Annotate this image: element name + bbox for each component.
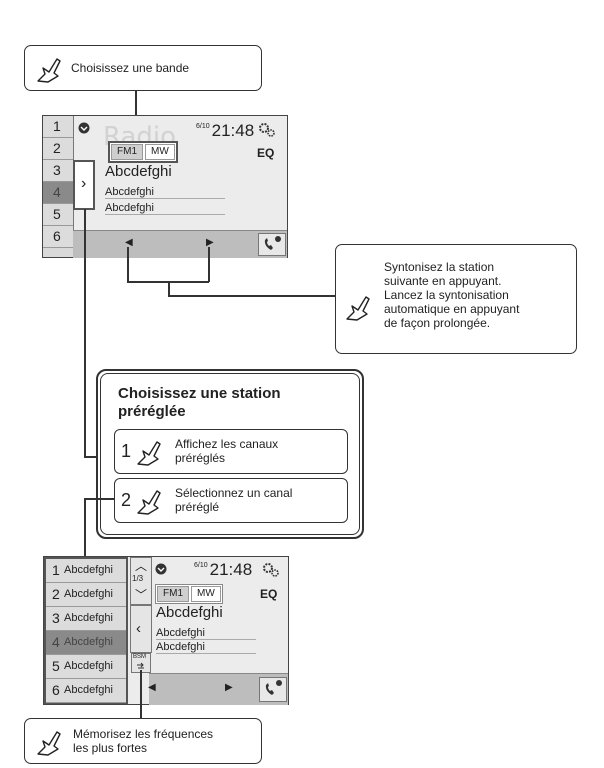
connector — [135, 90, 137, 138]
previous-button[interactable]: ◀ — [125, 237, 133, 248]
phone-button[interactable] — [259, 677, 287, 702]
page-indicator: 6/10 — [194, 562, 208, 569]
connector — [168, 295, 335, 297]
step-number: 1 — [121, 441, 132, 461]
connector — [140, 670, 142, 720]
band-fm1[interactable]: FM1 — [111, 144, 143, 160]
station-name: Abcdefghi — [156, 604, 223, 621]
touch-hand-icon — [37, 58, 61, 83]
memory-text-1: Mémorisez les fréquences — [73, 727, 214, 741]
band-fm1[interactable]: FM1 — [157, 586, 189, 602]
tune-text-5: de façon prolongée. — [384, 316, 491, 330]
collapse-presets-button[interactable]: ‹ — [130, 605, 152, 653]
band-callout-text: Choisissez une bande — [71, 61, 190, 75]
bottom-bar: ◀ ▶ — [148, 673, 288, 705]
preset-panel-title: Choisissez une station préréglée — [118, 385, 281, 420]
station-name: Abcdefghi — [105, 163, 172, 180]
step-2: 2 Sélectionnez un canal préréglé — [114, 478, 348, 523]
preset-button-4[interactable]: 4 — [43, 182, 73, 204]
tune-callout: Syntonisez la station suivante en appuya… — [335, 244, 577, 354]
preset-button-5[interactable]: 5 — [43, 204, 73, 226]
preset-column: 1 2 3 4 5 6 — [43, 116, 74, 257]
step-number: 2 — [121, 490, 132, 510]
bottom-bar: ◀ ▶ — [73, 230, 287, 258]
phone-icon — [264, 236, 281, 250]
connector — [84, 209, 86, 457]
page-indicator: 6/10 — [196, 123, 210, 130]
info-line-2: Abcdefghi — [105, 202, 225, 215]
gear-icon[interactable] — [261, 561, 281, 579]
preset-panel: Choisissez une station préréglée 1 Affic… — [96, 369, 364, 539]
step-1: 1 Affichez les canaux préréglés — [114, 429, 348, 474]
tune-text-1: Syntonisez la station — [384, 260, 495, 274]
preset-button-3[interactable]: 3 — [43, 160, 73, 182]
band-callout: Choisissez une bande — [24, 45, 262, 91]
connector — [84, 498, 86, 560]
band-selector[interactable]: FM1 MW — [108, 141, 178, 163]
bsm-button[interactable]: BSM — [131, 653, 151, 673]
preset-button-2[interactable]: 2 — [43, 138, 73, 160]
next-button[interactable]: ▶ — [225, 682, 233, 693]
band-mw[interactable]: MW — [191, 586, 221, 602]
connector — [84, 498, 114, 500]
page-up-button[interactable]: ︿ — [135, 559, 148, 573]
info-line-1: Abcdefghi — [156, 627, 256, 640]
next-button[interactable]: ▶ — [206, 237, 214, 248]
refresh-icon — [137, 662, 144, 669]
phone-button[interactable] — [258, 233, 286, 256]
eq-button[interactable]: EQ — [257, 146, 275, 160]
touch-hand-icon — [37, 731, 61, 756]
chevron-down-circle-icon — [155, 563, 167, 575]
gear-icon[interactable] — [257, 121, 277, 139]
memory-text-2: les plus fortes — [73, 741, 148, 755]
previous-button[interactable]: ◀ — [148, 682, 156, 693]
page-indicator: 1/3 — [132, 574, 144, 583]
eq-button[interactable]: EQ — [260, 587, 278, 601]
touch-hand-icon — [346, 296, 370, 321]
info-line-2: Abcdefghi — [156, 641, 256, 654]
tune-text-4: automatique en appuyant — [384, 302, 520, 316]
phone-icon — [265, 680, 282, 695]
tune-text-3: Lancez la syntonisation — [384, 288, 509, 302]
preset-button-1[interactable]: 1 — [43, 116, 73, 138]
step-text: Sélectionnez un canal préréglé — [175, 486, 293, 514]
time: 21:48 — [211, 121, 255, 140]
preset-button-6[interactable]: 6 — [43, 226, 73, 248]
connector — [208, 247, 210, 282]
step-text: Affichez les canaux préréglés — [175, 437, 279, 465]
time: 21:48 — [209, 560, 253, 579]
touch-hand-icon — [137, 490, 161, 515]
chevron-down-circle-icon — [78, 122, 90, 134]
connector — [127, 247, 129, 282]
connector — [168, 281, 170, 296]
info-line-1: Abcdefghi — [105, 186, 225, 199]
preset-page-controls: ︿ 1/3 ﹀ — [130, 557, 152, 605]
memory-callout: Mémorisez les fréquences les plus fortes — [24, 718, 262, 764]
band-selector[interactable]: FM1 MW — [155, 584, 223, 604]
band-mw[interactable]: MW — [145, 144, 175, 160]
tune-text-2: suivante en appuyant. — [384, 274, 502, 288]
page-down-button[interactable]: ﹀ — [135, 588, 148, 602]
touch-hand-icon — [137, 441, 161, 466]
expand-presets-button[interactable]: › — [73, 160, 95, 210]
